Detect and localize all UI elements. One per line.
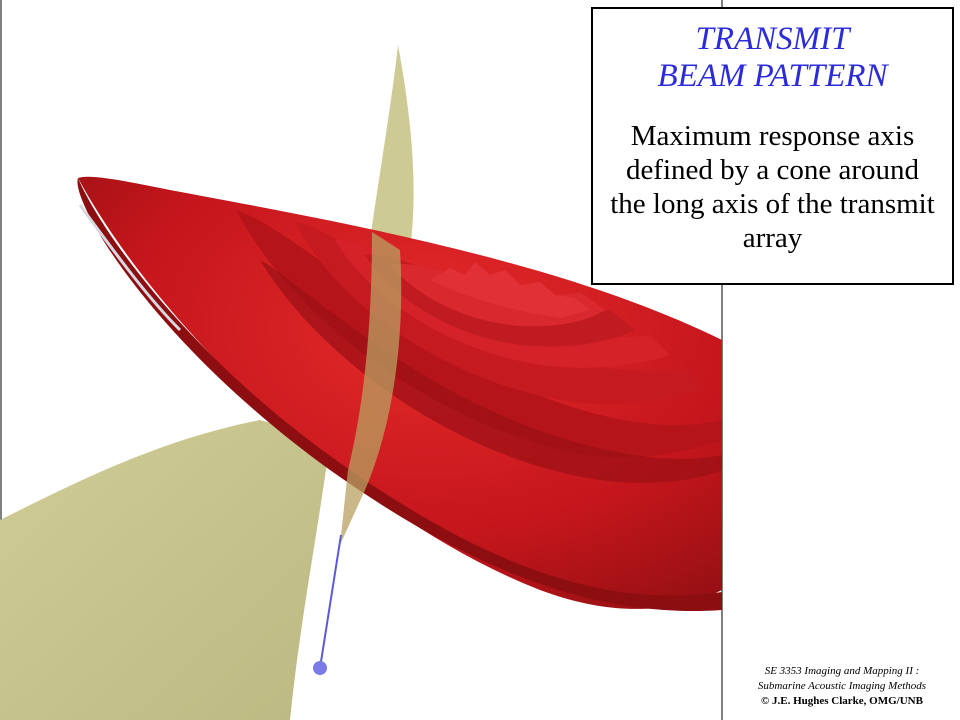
main-lobe-edge-highlight (78, 204, 182, 332)
side-lobe-ridge (430, 262, 590, 318)
cone-surface-lower (0, 420, 330, 720)
credit-course: SE 3353 Imaging and Mapping II : (764, 665, 920, 677)
cone-surface-through-lobes (340, 232, 402, 545)
credits: SE 3353 Imaging and Mapping II : Submari… (728, 664, 956, 709)
credit-subtitle: Submarine Acoustic Imaging Methods (757, 680, 927, 692)
array-axis-line (319, 534, 342, 669)
title-line-2: BEAM PATTERN (657, 58, 888, 94)
array-origin-marker (313, 661, 327, 675)
credit-copyright: © J.E. Hughes Clarke, OMG/UNB (761, 695, 923, 707)
title-line-1: TRANSMIT (695, 21, 850, 57)
title-box: TRANSMIT BEAM PATTERN Maximum response a… (591, 7, 954, 285)
description-text: Maximum response axis defined by a cone … (610, 120, 935, 254)
side-lobe-shadow (260, 260, 722, 483)
